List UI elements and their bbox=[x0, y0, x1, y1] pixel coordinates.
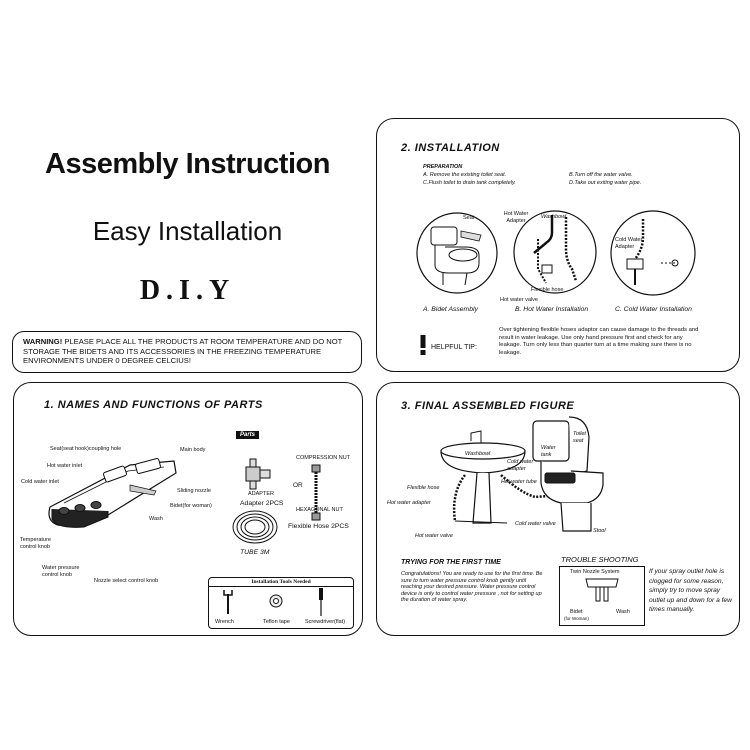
label-temperature-knob: Temperature control knob bbox=[20, 537, 51, 550]
flexible-hose-illustration bbox=[311, 464, 321, 521]
label-final-cold-adapter: Cold water adapter bbox=[507, 459, 534, 472]
label-hot-water-valve: Hot water valve bbox=[500, 297, 538, 303]
label-cold-water-inlet: Cold water inlet bbox=[21, 479, 59, 485]
label-final-water-tank: Water tank bbox=[541, 445, 556, 458]
label-final-flexible-hose: Flexible hose bbox=[407, 485, 440, 491]
label-or: OR bbox=[293, 482, 303, 489]
prep-b: B.Turn off the water valve. bbox=[569, 172, 633, 178]
label-flexible-hose: Flexible hose bbox=[531, 287, 564, 293]
label-seat: Seat bbox=[463, 215, 475, 221]
label-final-hot-water-tube: Hot water tube bbox=[501, 479, 537, 485]
parts-panel: 1. NAMES AND FUNCTIONS OF PARTS Seat(sea… bbox=[13, 382, 363, 636]
adapter-illustration bbox=[245, 458, 271, 490]
trouble-wash-label: Wash bbox=[616, 609, 630, 615]
label-nozzle-select-knob: Nozzle select control knob bbox=[94, 578, 159, 584]
page-title: Assembly Instruction bbox=[45, 148, 330, 180]
warning-box: WARNING! PLEASE PLACE ALL THE PRODUCTS A… bbox=[12, 331, 362, 373]
label-pressure-knob: Water pressure control knob bbox=[42, 565, 80, 578]
prep-a: A. Remove the existing toilet seat. bbox=[423, 172, 507, 178]
tip-text: Over tightening flexible hoses adaptor c… bbox=[499, 327, 699, 356]
tube-coil-illustration bbox=[232, 510, 278, 544]
caption-cold-water-installation: C. Cold Water Installation bbox=[615, 306, 692, 313]
label-wash: Wash bbox=[149, 516, 163, 522]
label-hot-water-inlet: Hot water inlet bbox=[47, 463, 83, 469]
tool-teflon-label: Teflon tape bbox=[263, 619, 290, 625]
label-sliding-nozzle: Sliding nozzle bbox=[177, 488, 211, 494]
exclamation-icon bbox=[420, 335, 426, 355]
trouble-for-woman-label: (for Woman) bbox=[564, 616, 589, 621]
label-washbowl: Washbowl bbox=[541, 214, 567, 220]
label-bidet-woman: Bidet(for woman) bbox=[170, 503, 212, 509]
caption-hot-water-installation: B. Hot Water Installation bbox=[515, 306, 589, 313]
tool-wrench-label: Wrench bbox=[215, 619, 234, 625]
prep-d: D.Take out exiting water pipe. bbox=[569, 180, 642, 186]
trouble-title: TROUBLE SHOOTING bbox=[561, 555, 639, 564]
label-tube: TUBE 3M bbox=[240, 549, 270, 556]
teflon-tape-icon bbox=[269, 594, 283, 608]
trouble-bidet-label: Bidet bbox=[570, 609, 583, 615]
first-time-text: Congratulations! You are ready to use fo… bbox=[401, 571, 543, 604]
warning-label: WARNING! bbox=[23, 337, 63, 346]
label-cold-water-adapter: Cold Water Adapter bbox=[615, 237, 643, 250]
prep-title: PREPARATION bbox=[423, 164, 463, 170]
tool-screwdriver-label: Screwdriver(flat) bbox=[305, 619, 346, 625]
parts-heading: 1. NAMES AND FUNCTIONS OF PARTS bbox=[44, 399, 263, 411]
twin-nozzle-icon bbox=[585, 578, 619, 602]
label-adapter-2pcs: Adapter 2PCS bbox=[240, 500, 284, 507]
twin-nozzle-label: Twin Nozzle System bbox=[570, 569, 620, 575]
twin-nozzle-box: Twin Nozzle System Bidet (for Woman) Was… bbox=[559, 566, 645, 626]
label-hexagonal-nut: HEXAGONAL NUT bbox=[296, 507, 343, 513]
label-adapter-small: ADAPTER bbox=[248, 491, 274, 497]
hot-water-illustration bbox=[513, 210, 597, 294]
wrench-icon bbox=[223, 590, 233, 614]
parts-tag: Parts bbox=[236, 431, 260, 439]
final-assembly-illustration bbox=[440, 416, 604, 532]
label-compression-nut: COMPRESSION NUT bbox=[296, 455, 351, 461]
label-seat-hook: Seat(seat hook)coupling hole bbox=[50, 446, 122, 452]
label-final-washbowl: Washbowl bbox=[465, 451, 491, 457]
label-flexible-hose-2pcs: Flexible Hose 2PCS bbox=[288, 523, 349, 530]
tools-box: Installation Tools Needed Wrench Teflon … bbox=[208, 577, 354, 629]
tools-title: Installation Tools Needed bbox=[209, 578, 353, 587]
final-panel: 3. FINAL ASSEMBLED FIGURE Washbowl Cold … bbox=[376, 382, 740, 636]
trouble-text: If your spray outlet hole is clogged for… bbox=[649, 568, 732, 614]
caption-bidet-assembly: A. Bidet Assembly bbox=[423, 306, 478, 313]
warning-text: PLEASE PLACE ALL THE PRODUCTS AT ROOM TE… bbox=[23, 337, 343, 366]
label-hot-water-adapter: Hot Water Adapter bbox=[503, 211, 529, 224]
label-final-toilet-seat: Toilet seat bbox=[573, 431, 586, 444]
cold-water-illustration bbox=[610, 210, 696, 296]
final-heading: 3. FINAL ASSEMBLED FIGURE bbox=[401, 400, 575, 412]
first-time-title: TRYING FOR THE FIRST TIME bbox=[401, 559, 501, 566]
bidet-body-illustration bbox=[48, 458, 177, 528]
bidet-assembly-illustration bbox=[416, 212, 498, 294]
installation-panel: 2. INSTALLATION PREPARATION A. Remove th… bbox=[376, 118, 740, 372]
label-final-hot-water-adapter: Hot water adapter bbox=[387, 500, 431, 506]
tip-label: HELPFUL TIP: bbox=[431, 344, 477, 351]
installation-heading: 2. INSTALLATION bbox=[401, 142, 500, 154]
label-final-cold-water-valve: Cold water valve bbox=[515, 521, 556, 527]
label-main-body: Main body bbox=[180, 447, 206, 453]
screwdriver-icon bbox=[319, 588, 323, 616]
label-final-hot-water-valve: Hot water valve bbox=[415, 533, 453, 539]
prep-c: C.Flush toilet to drain tank completely. bbox=[423, 180, 516, 186]
diy-label: D.I.Y bbox=[139, 275, 236, 306]
page-subtitle: Easy Installation bbox=[92, 216, 283, 246]
label-final-stool: Stool bbox=[593, 528, 606, 534]
